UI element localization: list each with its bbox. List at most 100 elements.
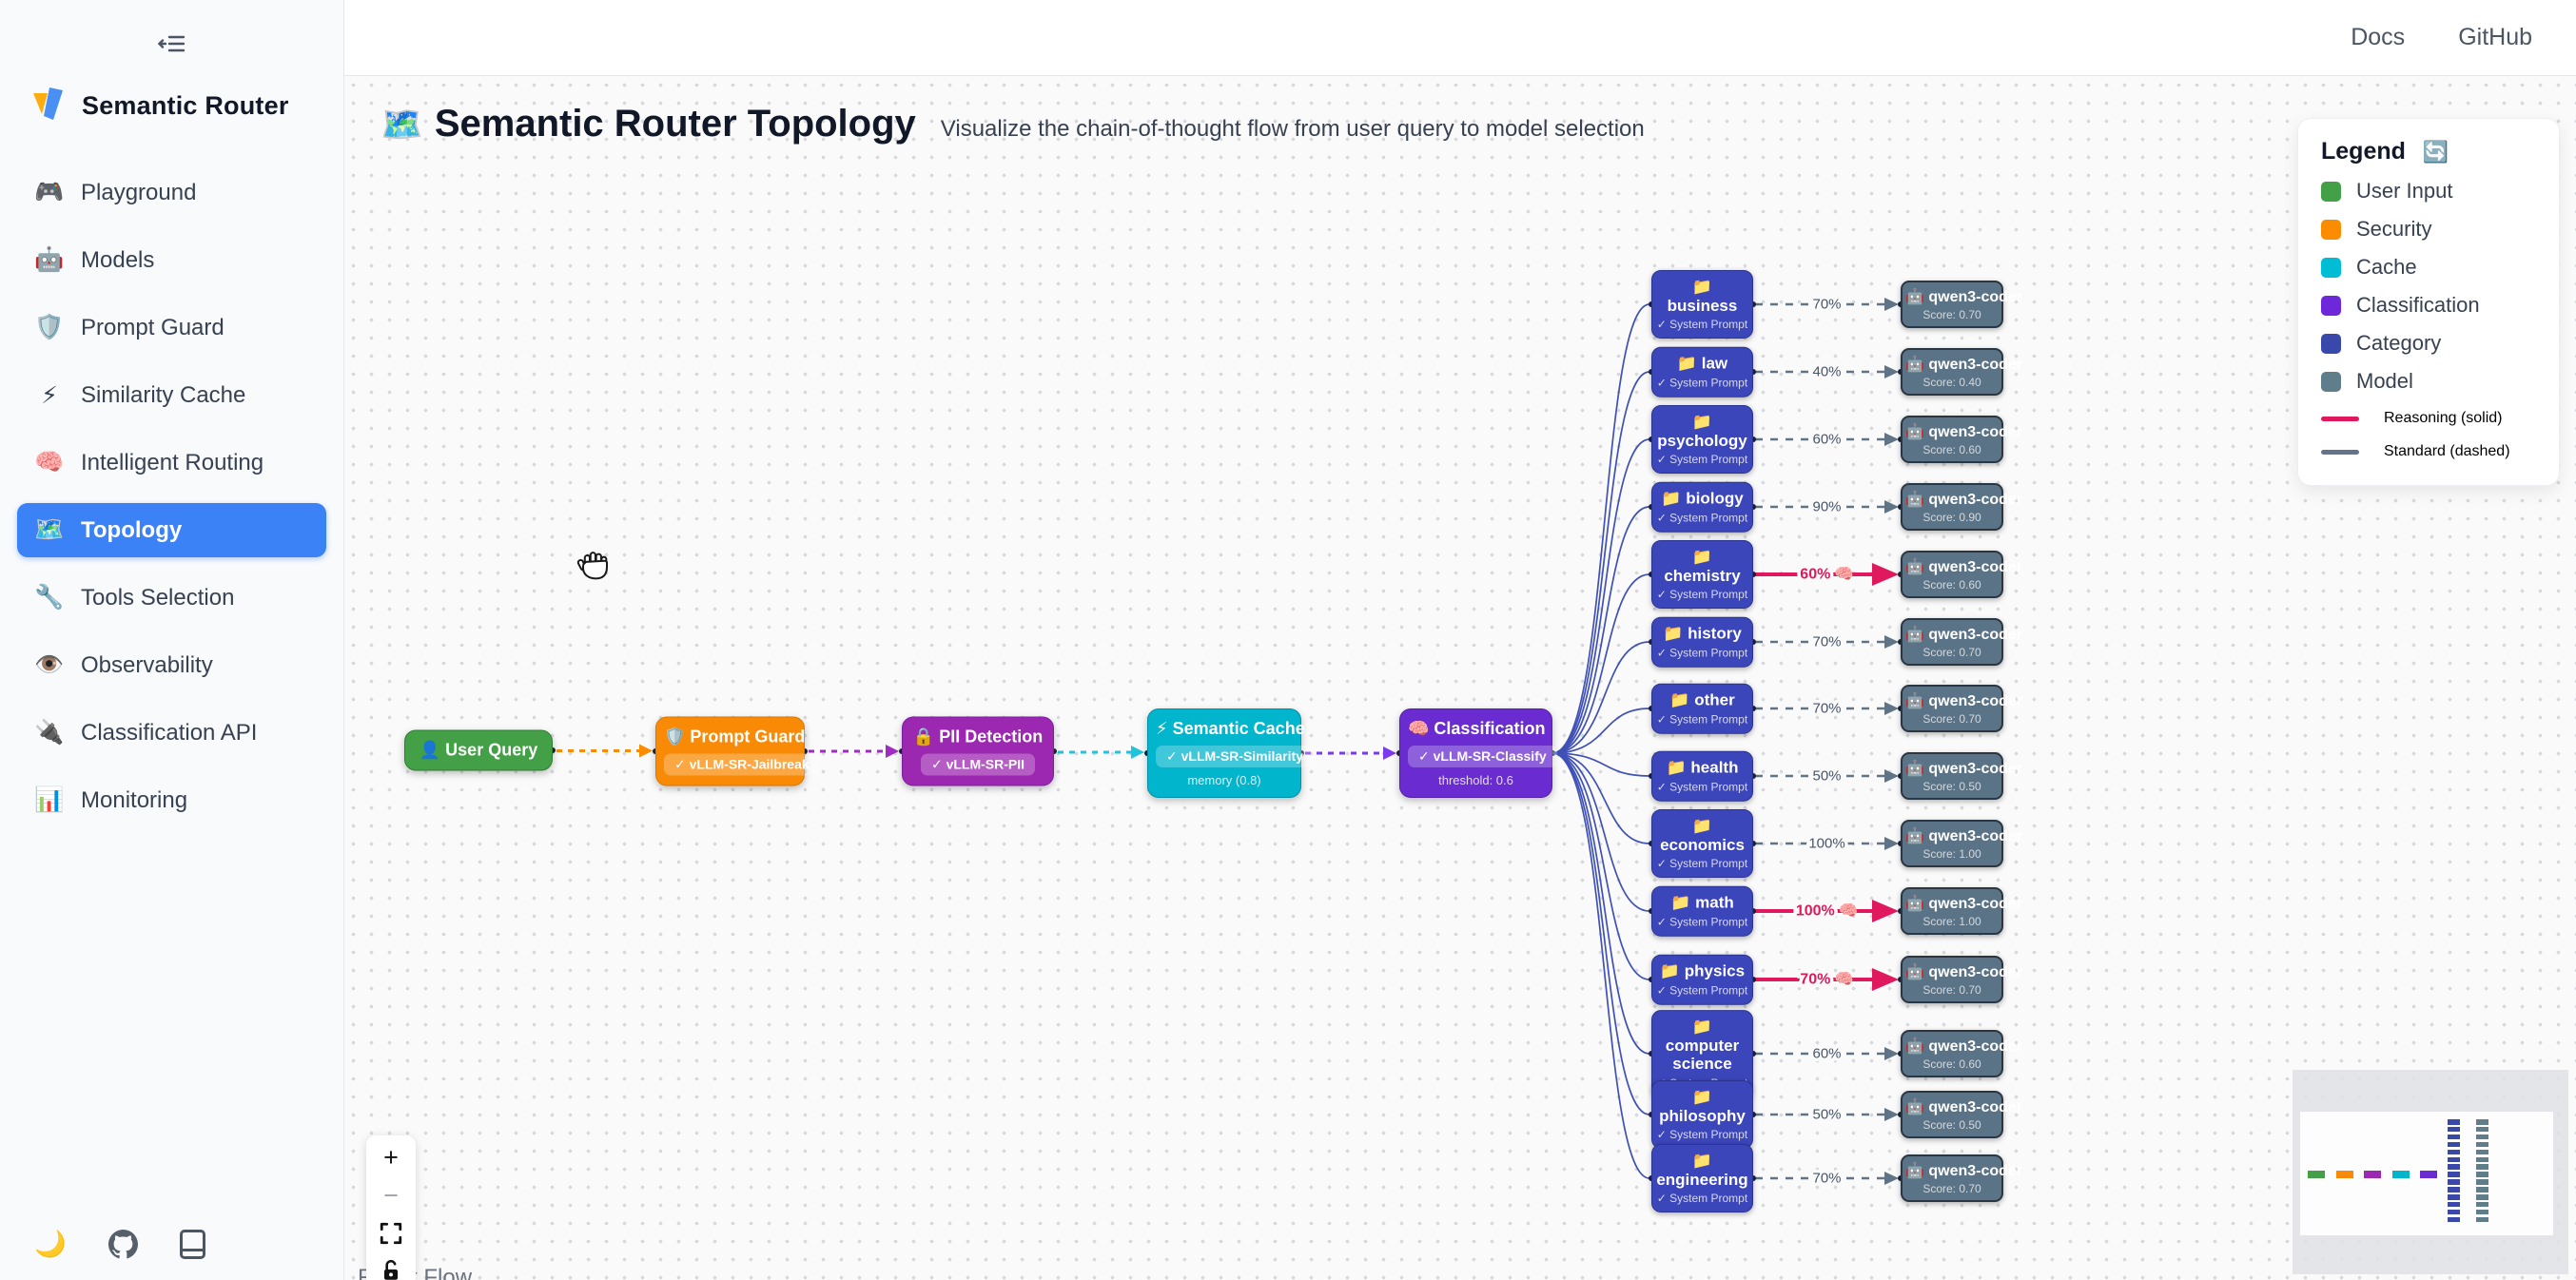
model-name: qwen3-coder: [1923, 627, 2023, 643]
category-node-other[interactable]: 📁 other✓ System Prompt: [1651, 683, 1753, 734]
header-link-github[interactable]: GitHub: [2458, 24, 2532, 50]
node-title: 🔒 PII Detection: [910, 727, 1045, 747]
sidebar-item-classification-api[interactable]: 🔌Classification API: [17, 706, 326, 760]
category-node-law[interactable]: 📁 law✓ System Prompt: [1651, 346, 1753, 398]
flow-canvas[interactable]: 🗺️ Semantic Router Topology Visualize th…: [344, 76, 2576, 1280]
node-user-query[interactable]: 👤 User Query: [404, 729, 553, 771]
fit-view-button[interactable]: [370, 1216, 412, 1251]
docs-book-link[interactable]: [179, 1229, 205, 1259]
node-title-text: PII Detection: [934, 727, 1044, 747]
legend-refresh-button[interactable]: 🔄: [2422, 139, 2449, 164]
brain-icon: 🧠: [1408, 719, 1430, 738]
fit-view-icon: [380, 1222, 402, 1244]
legend-line-swatch: [2321, 416, 2359, 421]
category-node-math[interactable]: 📁 math✓ System Prompt: [1651, 885, 1753, 937]
legend-color-chip: [2321, 257, 2341, 278]
robot-icon: 🤖: [1905, 289, 1924, 305]
minimap-node: [2448, 1201, 2460, 1208]
svg-text:60%: 60%: [1812, 432, 1841, 448]
category-node-business[interactable]: 📁 business✓ System Prompt: [1651, 269, 1753, 339]
robot-icon: 🤖: [1905, 1099, 1924, 1115]
theme-toggle-button[interactable]: 🌙: [34, 1229, 67, 1259]
sidebar-collapse-button[interactable]: [0, 25, 343, 63]
category-node-economics[interactable]: 📁 economics✓ System Prompt: [1651, 808, 1753, 879]
sidebar-item-models[interactable]: 🤖Models: [17, 233, 326, 287]
category-subtext: ✓ System Prompt: [1656, 588, 1748, 602]
folder-icon: 📁: [1676, 354, 1698, 373]
sidebar-item-playground[interactable]: 🎮Playground: [17, 165, 326, 220]
sidebar-item-monitoring[interactable]: 📊Monitoring: [17, 773, 326, 827]
minimap-node: [2448, 1134, 2460, 1140]
legend-color-chip: [2321, 295, 2341, 316]
zoom-in-button[interactable]: +: [370, 1141, 412, 1175]
svg-text:60%: 60%: [1812, 1046, 1841, 1062]
model-score: Score: 0.70: [1922, 308, 1981, 321]
robot-icon: 🤖: [1905, 1163, 1924, 1179]
sidebar-item-intelligent-routing[interactable]: 🧠Intelligent Routing: [17, 436, 326, 490]
category-node-chemistry[interactable]: 📁 chemistry✓ System Prompt: [1651, 539, 1753, 610]
zoom-out-button[interactable]: −: [370, 1179, 412, 1213]
category-name: psychology: [1657, 431, 1747, 450]
sidebar-item-tools-selection[interactable]: 🔧Tools Selection: [17, 571, 326, 625]
category-name: health: [1686, 758, 1739, 777]
sidebar-item-observability[interactable]: 👁️Observability: [17, 638, 326, 692]
node-prompt-guard[interactable]: 🛡️ Prompt Guard✓ vLLM-SR-Jailbreak: [655, 716, 820, 786]
github-icon-link[interactable]: [107, 1229, 138, 1259]
category-node-history[interactable]: 📁 history✓ System Prompt: [1651, 616, 1753, 668]
robot-icon: 🤖: [1905, 559, 1924, 575]
brand: Semantic Router: [0, 78, 343, 133]
header-link-docs[interactable]: Docs: [2351, 24, 2406, 50]
svg-text:70%: 70%: [1812, 634, 1841, 650]
category-node-physics[interactable]: 📁 physics✓ System Prompt: [1651, 954, 1753, 1005]
lightning-icon: ⚡: [1156, 719, 1168, 738]
folder-icon: 📁: [1666, 758, 1687, 777]
robot-icon: 🤖: [1905, 828, 1924, 844]
robot-icon: 🤖: [1905, 492, 1924, 508]
node-badge-text: ✓ vLLM-SR-Jailbreak: [664, 753, 820, 776]
category-node-psychology[interactable]: 📁 psychology✓ System Prompt: [1651, 404, 1753, 475]
github-icon: [107, 1229, 138, 1258]
minimap-node: [2448, 1209, 2460, 1215]
lock-toggle-button[interactable]: [370, 1254, 412, 1280]
sidebar-item-prompt-guard[interactable]: 🛡️Prompt Guard: [17, 301, 326, 355]
category-title: 📁 other: [1655, 691, 1749, 710]
svg-text:70%: 70%: [1812, 297, 1841, 313]
node-pii-detection[interactable]: 🔒 PII Detection✓ vLLM-SR-PII: [902, 716, 1054, 786]
unlock-icon: [383, 1260, 399, 1280]
category-node-philosophy[interactable]: 📁 philosophy✓ System Prompt: [1651, 1079, 1753, 1150]
legend-color-chip: [2321, 181, 2341, 202]
category-node-engineering[interactable]: 📁 engineering✓ System Prompt: [1651, 1143, 1753, 1213]
model-title: 🤖 qwen3-coder: [1905, 490, 2022, 509]
sidebar-item-similarity-cache[interactable]: ⚡Similarity Cache: [17, 368, 326, 422]
top-header: Docs GitHub: [344, 0, 2576, 76]
category-subtext: ✓ System Prompt: [1656, 780, 1748, 794]
minimap-node: [2420, 1171, 2437, 1178]
legend-item-classification: Classification: [2321, 293, 2536, 318]
model-score: Score: 1.00: [1922, 847, 1981, 861]
sidebar-item-topology[interactable]: 🗺️Topology: [17, 503, 326, 557]
node-title: 👤 User Query: [413, 741, 544, 761]
category-subtext: ✓ System Prompt: [1656, 915, 1748, 929]
node-title-text: Classification: [1429, 719, 1546, 738]
category-name: economics: [1660, 835, 1745, 854]
minimap[interactable]: [2293, 1070, 2568, 1274]
category-node-health[interactable]: 📁 health ✓ System Prompt: [1651, 750, 1753, 802]
robot-icon: 🤖: [1905, 693, 1924, 709]
category-node-biology[interactable]: 📁 biology✓ System Prompt: [1651, 481, 1753, 533]
